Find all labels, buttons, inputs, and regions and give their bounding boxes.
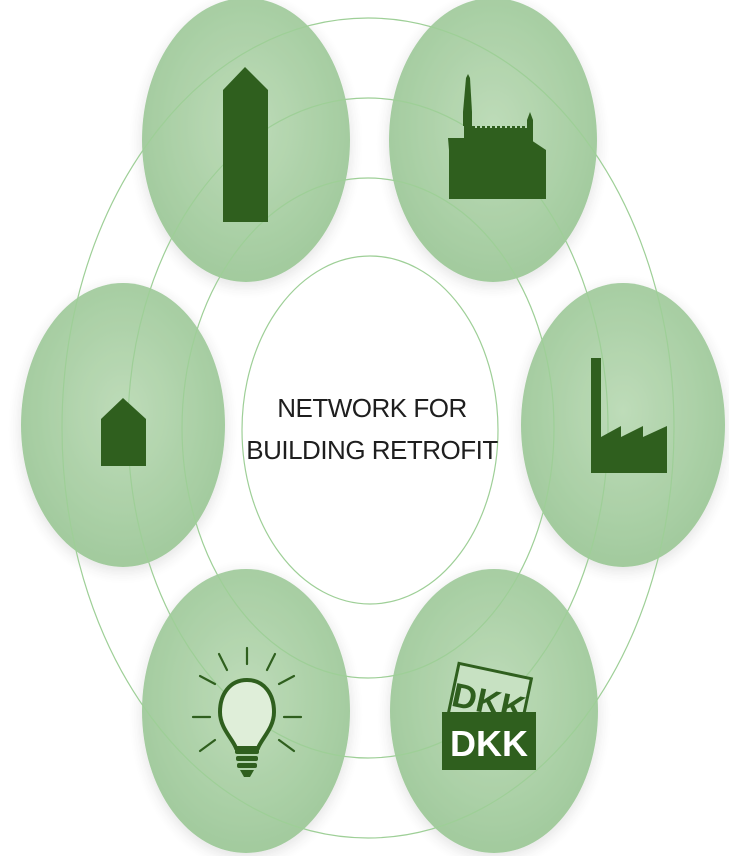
banknote-icon: DKK DKK bbox=[442, 661, 536, 770]
outer-ring bbox=[61, 17, 675, 839]
factory-icon bbox=[591, 358, 667, 473]
tower-building-icon bbox=[223, 67, 268, 222]
center-ring bbox=[241, 255, 499, 605]
title-line-2: BUILDING RETROFIT bbox=[246, 435, 498, 465]
lightbulb-icon bbox=[191, 646, 303, 777]
title-line-1: NETWORK FOR bbox=[277, 393, 467, 423]
house-icon bbox=[101, 398, 146, 466]
banknote-front-label: DKK bbox=[450, 723, 528, 764]
inner-ring bbox=[181, 177, 555, 679]
church-icon bbox=[448, 74, 546, 199]
node-factory bbox=[521, 283, 725, 567]
